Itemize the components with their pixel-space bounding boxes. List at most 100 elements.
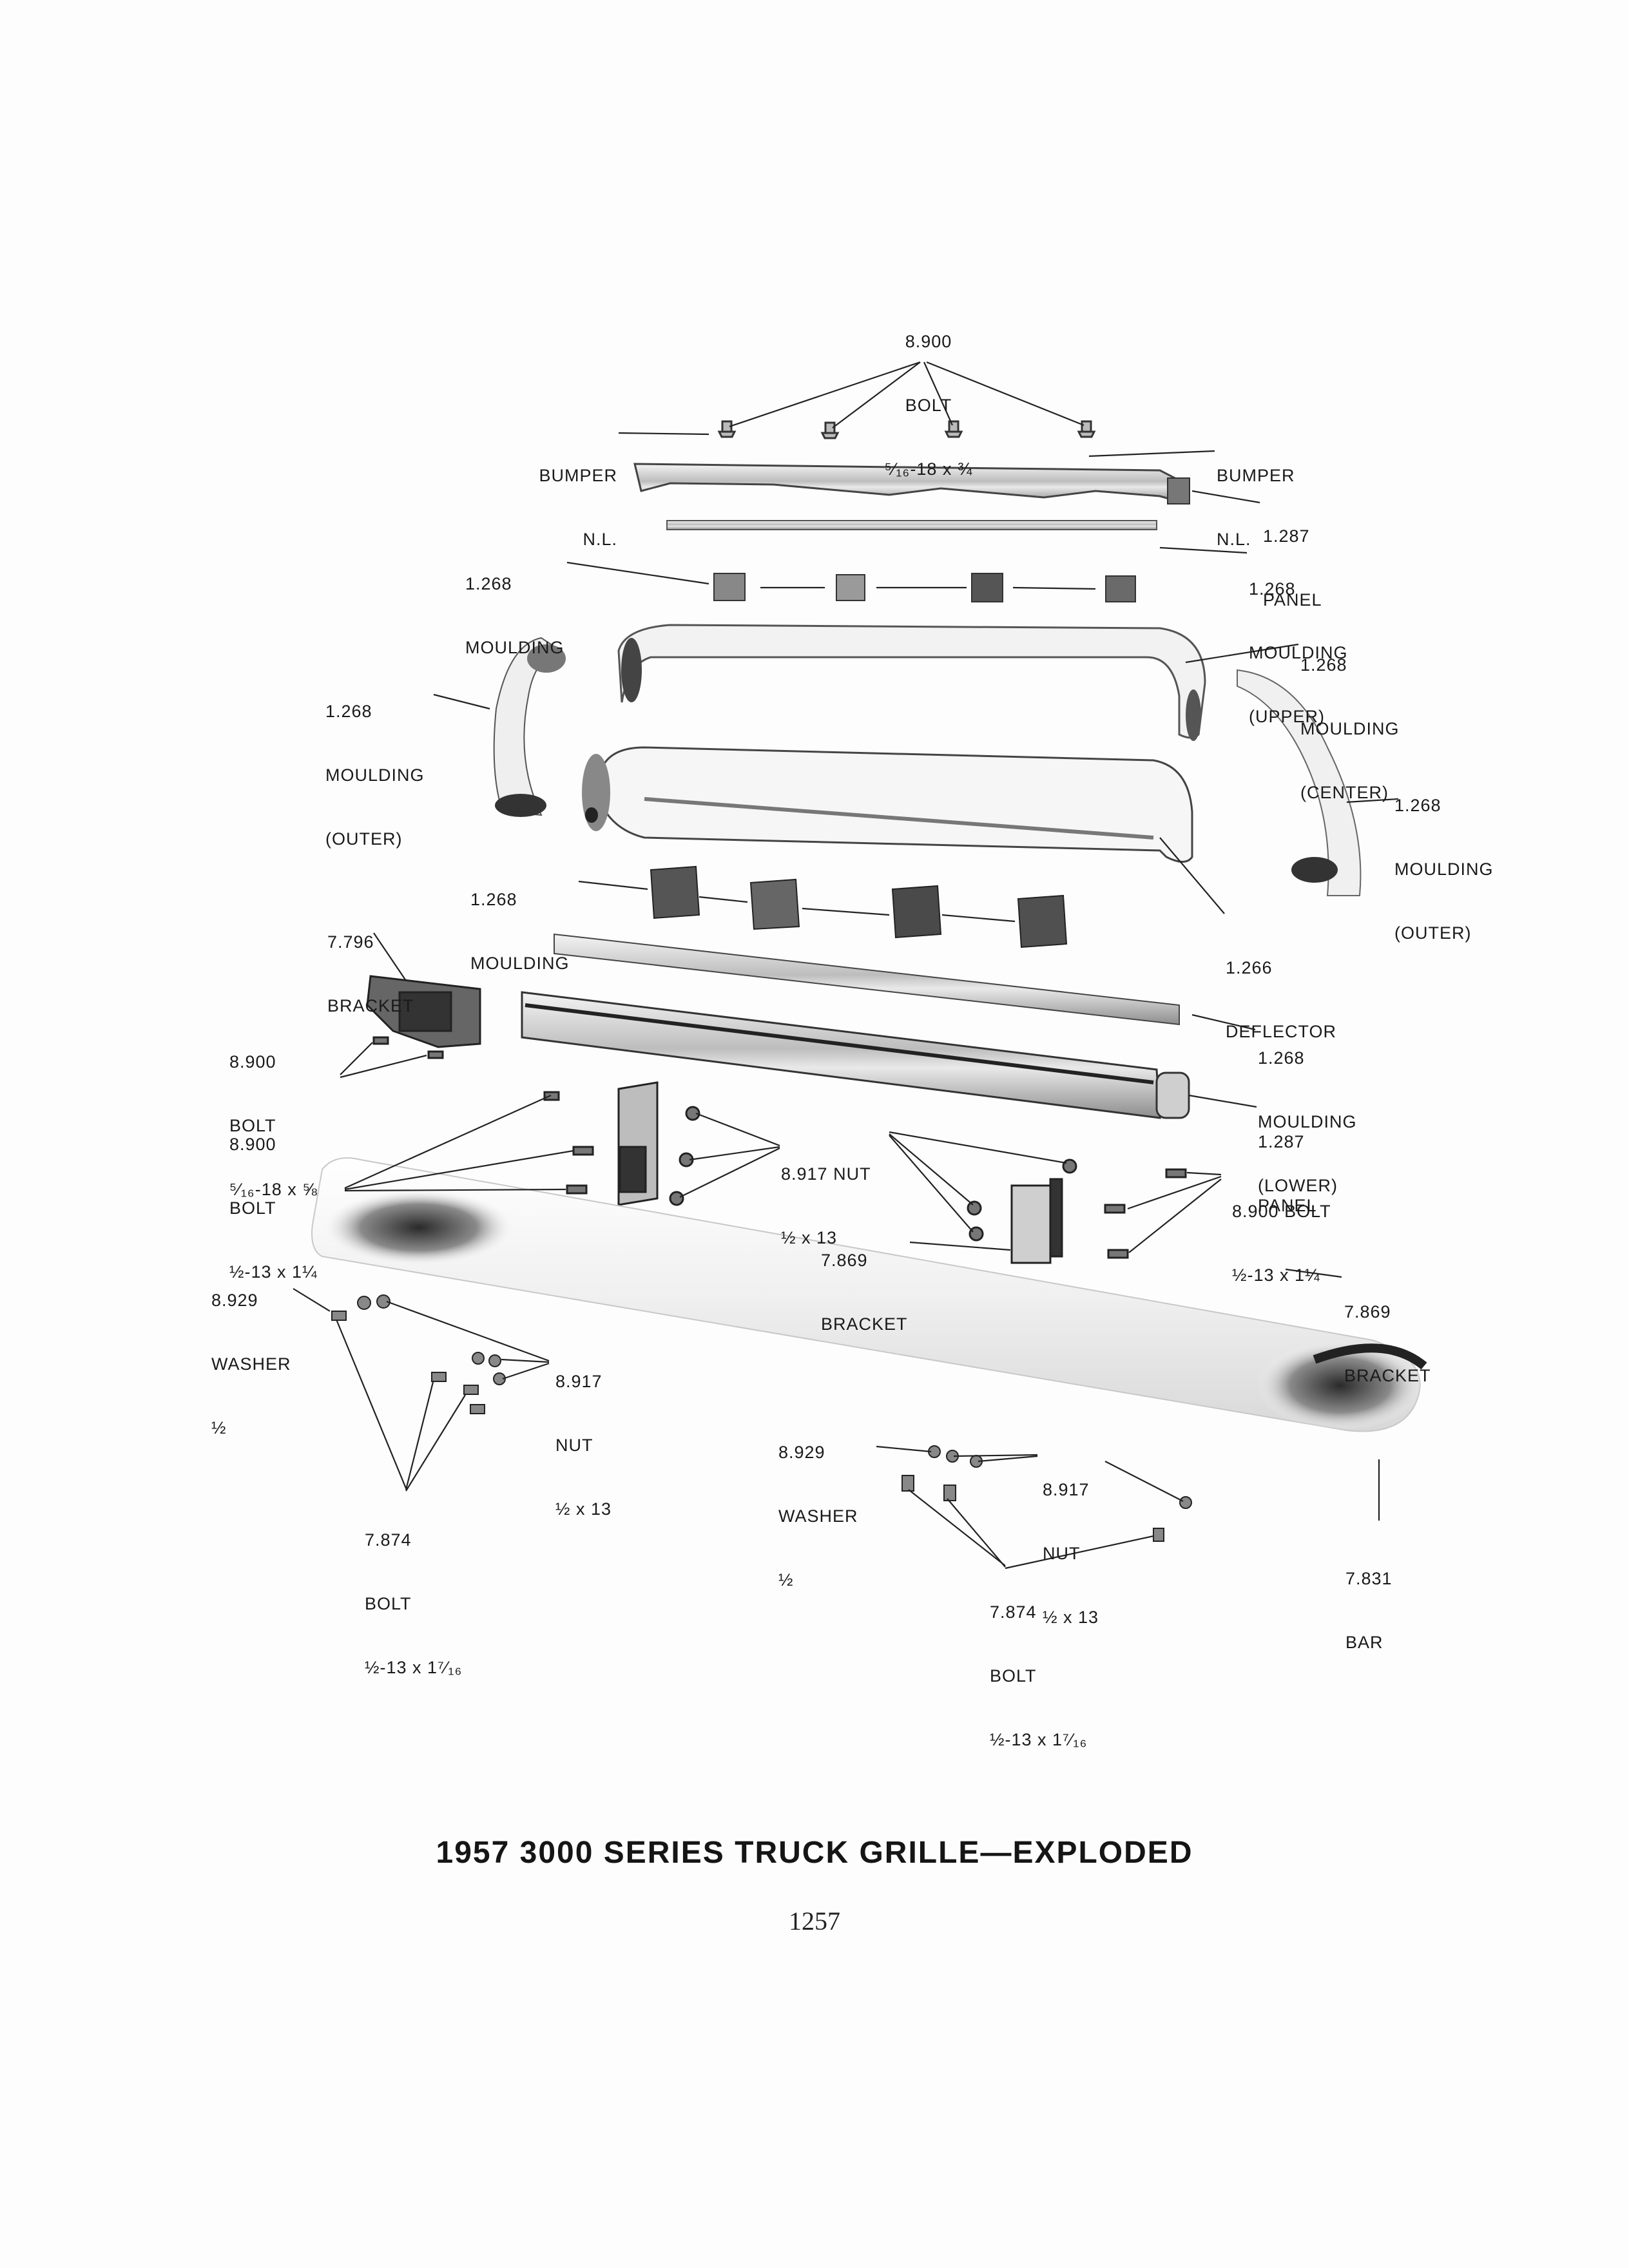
- bolt-part: [1153, 1528, 1164, 1542]
- part-name: PANEL: [1258, 1196, 1317, 1215]
- part-spec: ½-13 x 1⁷⁄₁₆: [365, 1658, 463, 1677]
- part-note: N.L.: [583, 530, 617, 549]
- part-note: (LOWER): [1258, 1176, 1338, 1195]
- part-name: BRACKET: [327, 996, 414, 1015]
- part-number: 7.874: [365, 1530, 412, 1550]
- small-moulding-part: [836, 574, 865, 601]
- part-note: (CENTER): [1300, 783, 1389, 802]
- part-spec: ⁵⁄₁₆-18 x ⅝: [229, 1180, 318, 1199]
- bracket-869-part: [1049, 1178, 1063, 1258]
- part-note: (UPPER): [1249, 707, 1325, 726]
- part-name: MOULDING: [1258, 1112, 1357, 1131]
- small-moulding-part: [971, 573, 1003, 602]
- part-name: BAR: [1345, 1633, 1383, 1652]
- small-upper-mouldings: [713, 573, 1136, 602]
- lower-small-mouldings: [650, 865, 1068, 948]
- part-name: MOULDING: [470, 954, 570, 973]
- part-name: NUT: [1043, 1544, 1081, 1563]
- part-number: 7.869: [821, 1251, 868, 1270]
- nut-part: [669, 1191, 684, 1206]
- label-moulding-left-upper: 1.268 MOULDING: [465, 531, 581, 680]
- part-name: BRACKET: [1344, 1366, 1431, 1385]
- bolt-part: [427, 1050, 444, 1059]
- part-name: BUMPER: [1217, 466, 1295, 485]
- nut-part: [685, 1106, 700, 1121]
- bolt-part: [1165, 1168, 1187, 1178]
- part-name: MOULDING: [1249, 643, 1348, 662]
- bracket-part: [619, 1146, 647, 1193]
- part-name: WASHER: [778, 1506, 858, 1526]
- label-bar: 7.831 BAR: [1345, 1526, 1423, 1675]
- label-bolt-left-large: 8.900 BOLT ½-13 x 1¼: [229, 1091, 352, 1304]
- label-bolt-left-small: 8.900 BOLT ⁵⁄₁₆-18 x ⅝: [229, 1009, 352, 1222]
- part-name: NUT: [555, 1436, 593, 1455]
- label-bumper-right: BUMPER N.L.: [1217, 423, 1320, 572]
- part-number: 8.917 NUT: [781, 1164, 871, 1184]
- bolt-part: [431, 1372, 447, 1382]
- part-number: 1.268: [1258, 1048, 1305, 1068]
- part-number: 8.917: [555, 1372, 602, 1391]
- part-number: 8.900: [229, 1135, 276, 1154]
- label-nut-center: 8.917 NUT ½ x 13: [781, 1121, 897, 1270]
- nut-part: [969, 1226, 984, 1242]
- bolt-part: [572, 1146, 594, 1156]
- label-bracket-796: 7.796 BRACKET: [327, 889, 430, 1038]
- part-name: WASHER: [211, 1354, 291, 1374]
- part-number: 1.268: [1300, 655, 1347, 675]
- part-spec: ½-13 x 1⁷⁄₁₆: [990, 1730, 1088, 1749]
- part-name: BRACKET: [821, 1314, 908, 1334]
- bolt-part: [1104, 1204, 1126, 1214]
- small-moulding-part: [713, 573, 746, 601]
- label-panel-upper: 1.287 PANEL: [1263, 483, 1353, 632]
- part-name: BOLT: [229, 1116, 276, 1135]
- part-number: 1.266: [1226, 958, 1273, 977]
- top-bolts: [717, 420, 1096, 439]
- bolt-part: [820, 421, 840, 439]
- label-bolt-874-left: 7.874 BOLT ½-13 x 1⁷⁄₁₆: [365, 1487, 494, 1700]
- part-number: 1.268: [465, 574, 512, 593]
- nut-part: [493, 1372, 506, 1385]
- label-bumper-left: BUMPER N.L.: [477, 423, 617, 572]
- washer-part: [376, 1294, 390, 1309]
- part-spec: ⁵⁄₁₆-18 x ¾: [884, 459, 973, 479]
- part-name: MOULDING: [1300, 719, 1400, 738]
- part-number: 1.268: [1394, 796, 1441, 815]
- label-moulding-lower: 1.268 MOULDING (LOWER): [1258, 1005, 1387, 1218]
- bracket-869-part: [1010, 1184, 1052, 1264]
- part-name: BOLT: [990, 1666, 1037, 1686]
- center-moulding-part: [617, 624, 1206, 741]
- part-name: BUMPER: [539, 466, 617, 485]
- label-panel-lower: 1.287 PANEL: [1258, 1089, 1348, 1238]
- label-bracket-869-center: 7.869 BRACKET: [821, 1207, 918, 1356]
- small-moulding-part: [1017, 894, 1068, 948]
- part-spec: ½-13 x 1¼: [1232, 1265, 1320, 1285]
- bolt-part: [463, 1385, 479, 1395]
- part-name: BOLT: [229, 1198, 276, 1218]
- label-bolt-874-right: 7.874 BOLT ½-13 x 1⁷⁄₁₆: [990, 1559, 1119, 1772]
- part-number: 8.929: [211, 1291, 258, 1310]
- part-name: BOLT: [905, 396, 952, 415]
- label-moulding-left-lower: 1.268 MOULDING: [470, 847, 586, 995]
- label-bolt-top: 8.900 BOLT ⁵⁄₁₆-18 x ¾: [867, 289, 990, 501]
- part-name: DEFLECTOR: [1226, 1022, 1337, 1041]
- figure-title: 1957 3000 SERIES TRUCK GRILLE—EXPLODED: [436, 1836, 1193, 1870]
- leader-lines: [293, 361, 1399, 1570]
- small-moulding-part: [650, 865, 700, 919]
- part-number: 7.869: [1344, 1302, 1391, 1321]
- part-name: BOLT: [365, 1594, 412, 1613]
- bolt-part: [1107, 1249, 1129, 1259]
- bolt-part: [470, 1404, 485, 1414]
- upper-moulding-part: [666, 520, 1157, 530]
- label-moulding-outer-left: 1.268 MOULDING (OUTER): [325, 658, 441, 871]
- nut-part: [967, 1200, 982, 1216]
- part-number: 1.287: [1263, 526, 1310, 546]
- nut-part: [1062, 1158, 1077, 1174]
- lower-moulding-part: [554, 933, 1180, 1026]
- lower-panel-part: [521, 991, 1190, 1119]
- part-number: 7.874: [990, 1602, 1037, 1622]
- page-number: 1257: [789, 1907, 840, 1936]
- part-number: 1.268: [470, 890, 517, 909]
- part-name: MOULDING: [325, 765, 425, 785]
